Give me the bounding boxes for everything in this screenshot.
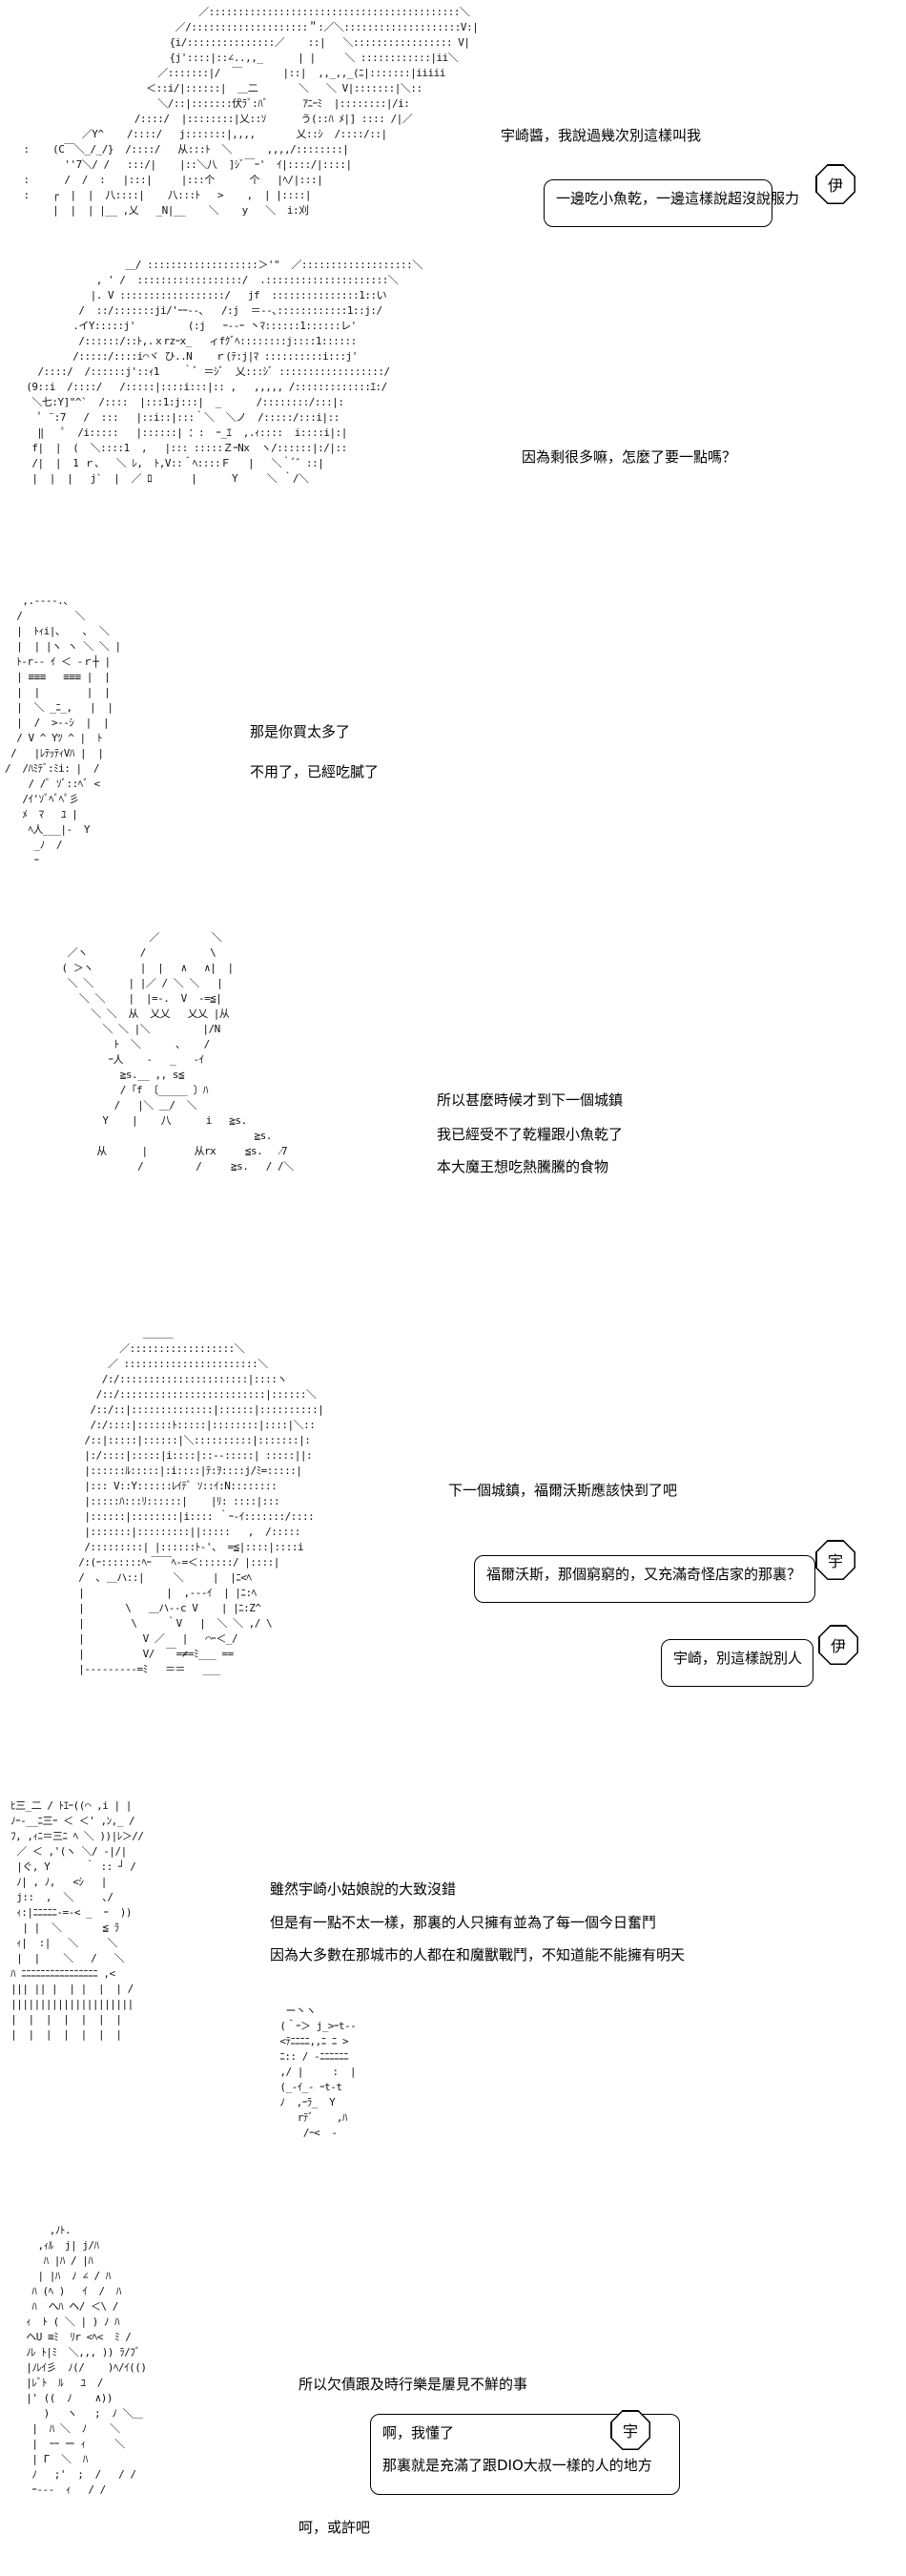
ascii-art-panel-6: ﾋ三_二 / ﾄｴｰ((⌒ ,i | | ﾉｰ-__ﾆ三ｰ ＜ ＜' ,ﾝ,_ … (10, 1799, 144, 2041)
ascii-art-panel-7: ,ﾉﾄ. ,ｨﾙ j| j/ﾊ ﾊ |ﾊ / |ﾊ | |ﾊ ﾉ ∠ / ﾊ ﾊ… (26, 2224, 147, 2496)
narration-text: 下一個城鎮，福爾沃斯應該快到了吧 (448, 1482, 678, 1499)
ascii-art-panel-6-hand: ー丶ヽ (＾ｰ＞ j_>ｰt-- <ﾃﾆﾆﾆﾆ,,ﾆ ﾆ > ﾆ:: / ‐ﾆﾆ… (279, 2005, 357, 2139)
speaker-badge-label: 宇 (816, 1541, 855, 1579)
speech-bubble: 宇崎，別這樣說別人 (661, 1639, 813, 1687)
narration-text: 不用了，已經吃膩了 (250, 763, 380, 780)
ascii-art-panel-1: ／:::::::::::::::::::::::::::::::::::::::… (23, 6, 479, 217)
narration-text: 那是你買太多了 (250, 723, 351, 740)
narration-text: 我已經受不了乾糧跟小魚乾了 (437, 1126, 624, 1143)
closing-text: 呵，或許吧 (299, 2519, 371, 2536)
bubble-text: 啊，我懂了 (382, 2424, 455, 2441)
ascii-art-panel-2: ＿/ :::::::::::::::::::＞'" ／:::::::::::::… (26, 259, 422, 485)
narration-text: 本大魔王想吃熱騰騰的食物 (437, 1158, 609, 1175)
narration-text: 所以甚麼時候才到下一個城鎮 (437, 1091, 624, 1109)
speaker-badge-u: 宇 (610, 2410, 650, 2450)
speaker-badge-i: 伊 (815, 164, 855, 204)
bubble-text: 那裏就是充滿了跟DIO大叔一樣的人的地方 (382, 2457, 652, 2474)
bubble-text: 一邊吃小魚乾，一邊這樣說超沒說服力 (556, 190, 800, 207)
speaker-badge-label: 伊 (819, 1626, 857, 1664)
speaker-badge-label: 宇 (611, 2411, 649, 2449)
bubble-text: 宇崎，別這樣說別人 (673, 1650, 803, 1667)
narration-text: 但是有一點不太一樣，那裏的人只擁有並為了每一個今日奮鬥 (270, 1914, 657, 1931)
narration-text: 雖然宇崎小姑娘說的大致沒錯 (270, 1880, 457, 1898)
narration-text: 因為大多數在那城市的人都在和魔獸戰鬥，不知道能不能擁有明天 (270, 1946, 686, 1963)
ascii-art-panel-3: ,.-‐‐‐.、 / ＼ | ﾄｨi|、 ､ ＼ | | |ヽ ヽ ＼ ＼ | … (5, 594, 121, 866)
ascii-art-panel-5: ＿＿＿ ／::::::::::::::::::＼ ／ :::::::::::::… (78, 1327, 324, 1675)
speech-bubble: 一邊吃小魚乾，一邊這樣說超沒說服力 (544, 179, 800, 227)
ascii-art-panel-4: ／ ＼ ／ヽ / \ ( ＞ヽ | | ∧ ∧| | ＼ ＼ | |／ / ＼ … (61, 931, 294, 1173)
speaker-badge-label: 伊 (816, 165, 855, 203)
narration-text: 宇崎醬，我說過幾次別這樣叫我 (501, 127, 702, 144)
narration-text: 因為剩很多嘛，怎麼了要一點嗎？ (522, 448, 737, 466)
speech-bubble: 福爾沃斯，那個窮窮的，又充滿奇怪店家的那裏？ (474, 1555, 815, 1603)
speaker-badge-i: 伊 (818, 1625, 858, 1665)
narration-text: 所以欠債跟及時行樂是屢見不鮮的事 (299, 2376, 528, 2393)
speaker-badge-u: 宇 (815, 1540, 855, 1580)
bubble-text: 福爾沃斯，那個窮窮的，又充滿奇怪店家的那裏？ (486, 1566, 802, 1583)
